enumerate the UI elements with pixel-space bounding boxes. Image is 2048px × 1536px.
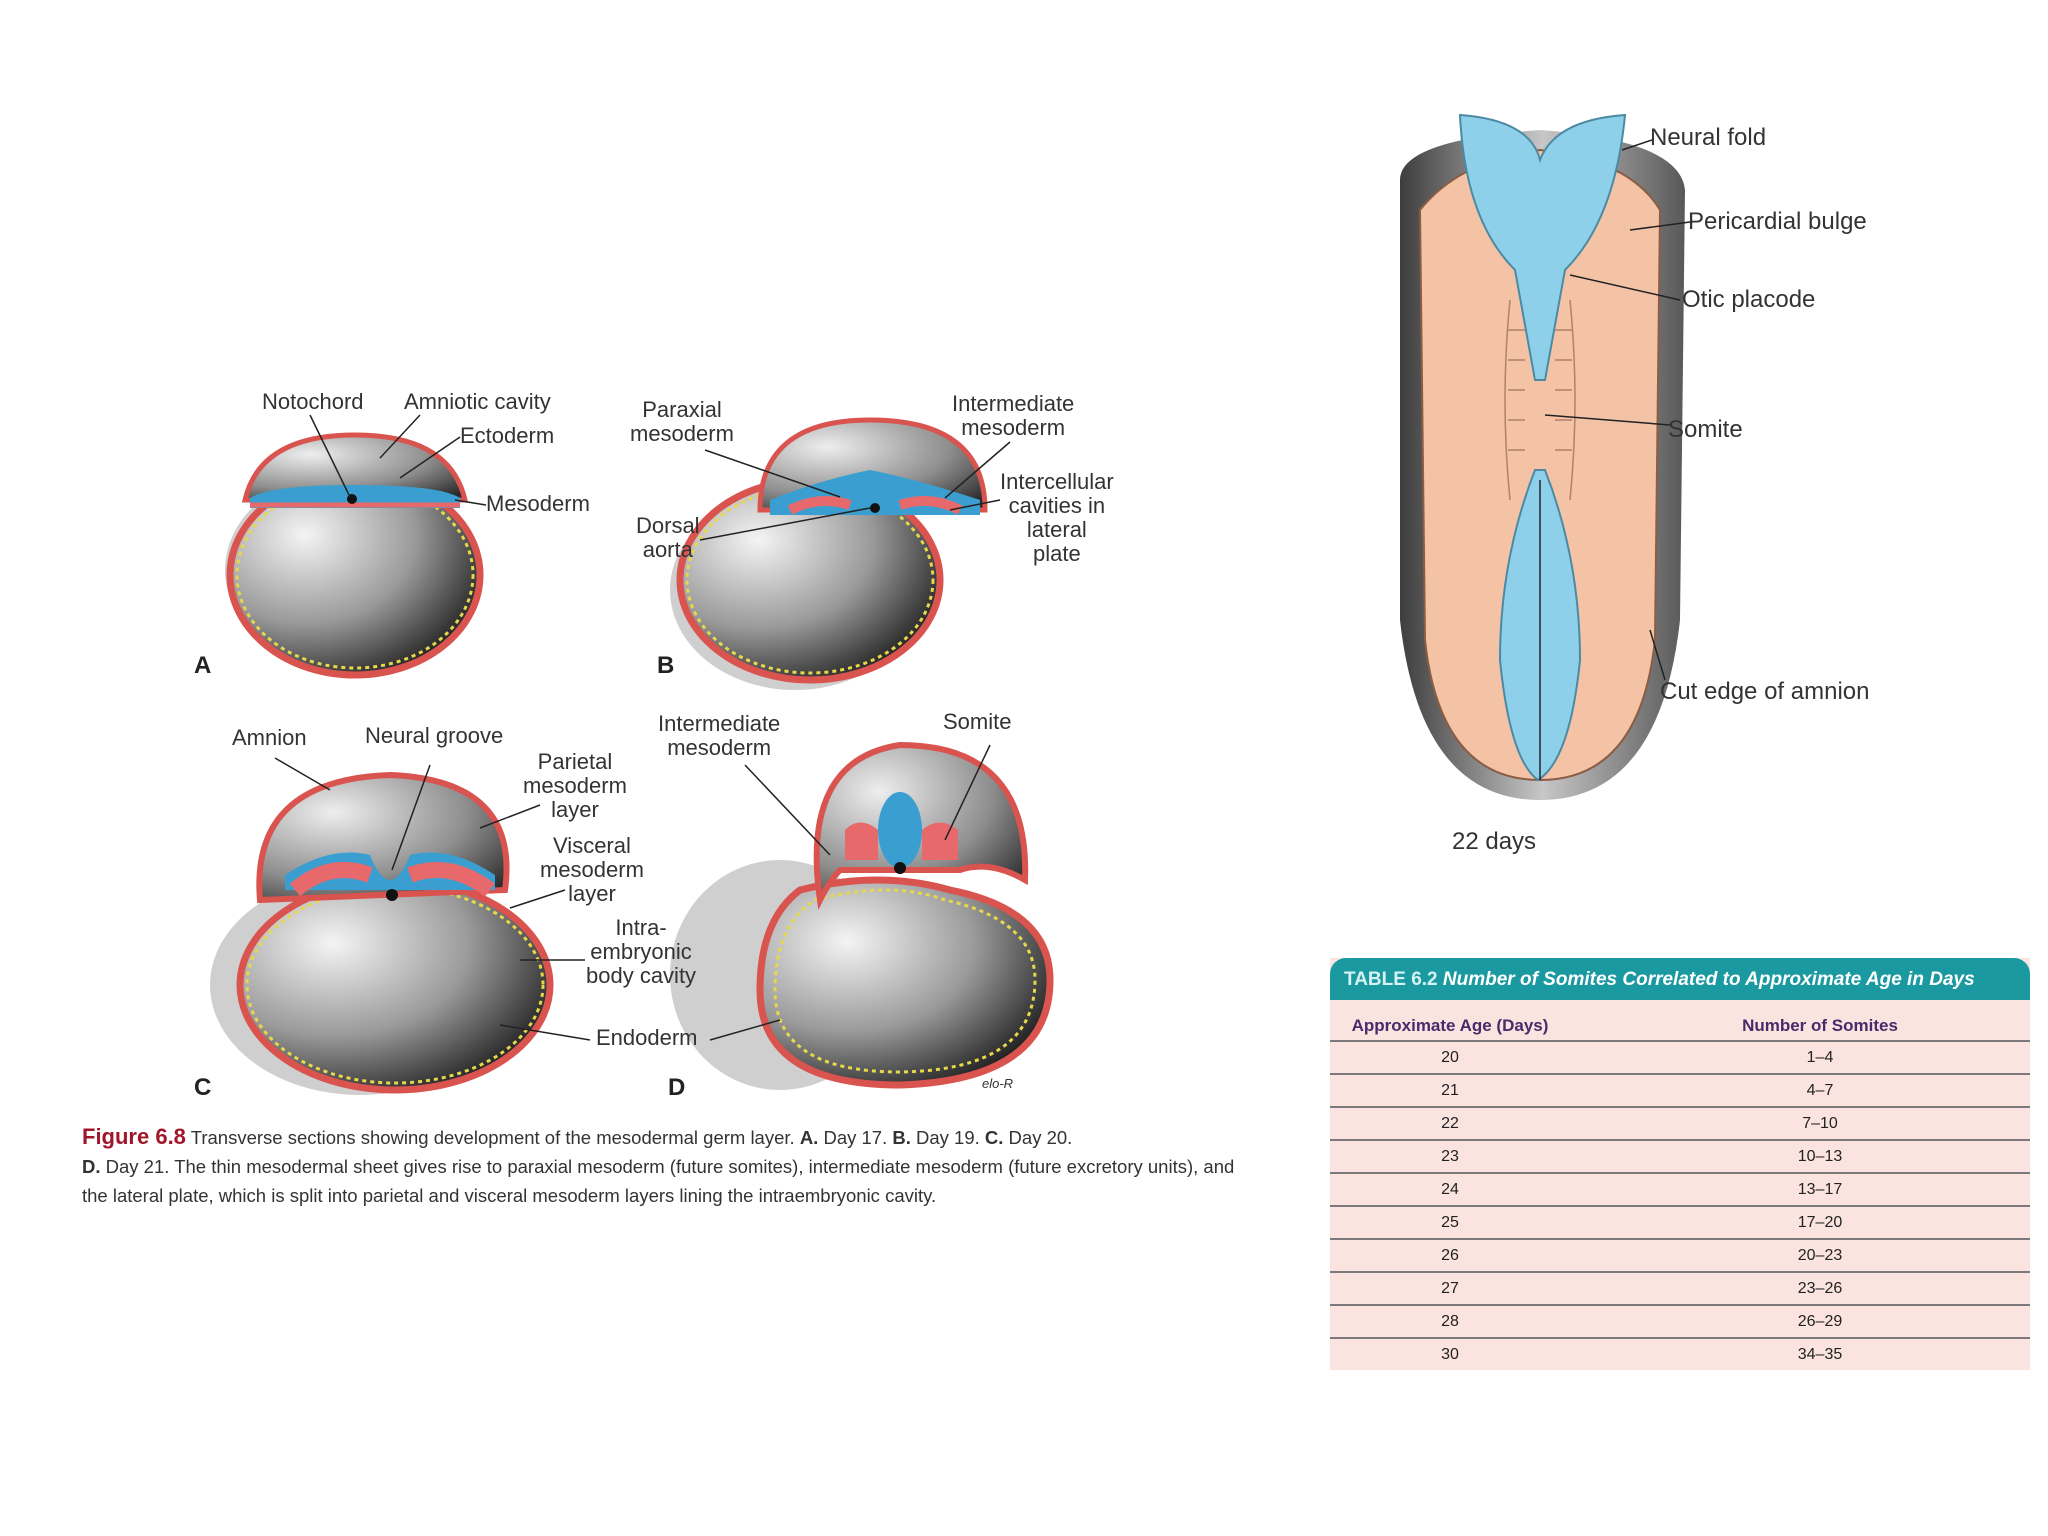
artist-signature: elo-R: [982, 1076, 1014, 1091]
caption-b-text: Day 19.: [910, 1127, 985, 1148]
label-amnion: Amnion: [232, 725, 307, 750]
cell-age: 22: [1441, 1114, 1459, 1132]
table-row: 21 4–7: [1330, 1075, 2030, 1108]
cell-age: 21: [1441, 1081, 1459, 1099]
label-neural-groove: Neural groove: [365, 723, 504, 748]
panel-letter-d: D: [668, 1074, 686, 1101]
label-notochord: Notochord: [262, 389, 364, 414]
section-diagrams: [210, 414, 1054, 1095]
panel-letter-c: C: [194, 1074, 212, 1101]
cell-age: 26: [1441, 1246, 1459, 1264]
label-cut-edge-amnion: Cut edge of amnion: [1660, 678, 1870, 705]
table-row: 28 26–29: [1330, 1306, 2030, 1339]
figure-number: Figure 6.8: [82, 1124, 186, 1149]
cell-age: 23: [1441, 1147, 1459, 1165]
table-row: 30 34–35: [1330, 1339, 2030, 1370]
panel-letter-a: A: [194, 652, 212, 679]
table-header: TABLE 6.2 Number of Somites Correlated t…: [1330, 958, 2030, 1000]
leader-lines: [274, 414, 1011, 1041]
panel-a-section: [225, 432, 484, 679]
table-row: 25 17–20: [1330, 1207, 2030, 1240]
cell-age: 28: [1441, 1312, 1459, 1330]
cell-somites: 10–13: [1797, 1147, 1843, 1165]
label-intraembryonic-cavity: Intra- embryonic body cavity: [586, 915, 697, 988]
table-row: 22 7–10: [1330, 1108, 2030, 1141]
label-paraxial-mesoderm: Paraxial mesoderm: [630, 397, 734, 446]
label-somite: Somite: [1668, 416, 1743, 443]
label-somite-d: Somite: [943, 709, 1012, 734]
cell-somites: 17–20: [1797, 1213, 1843, 1231]
figure-caption: Figure 6.8 Transverse sections showing d…: [82, 1122, 1242, 1210]
caption-intro: Transverse sections showing development …: [185, 1127, 800, 1148]
caption-b-label: B.: [892, 1127, 911, 1148]
caption-c-label: C.: [984, 1127, 1004, 1148]
label-visceral-mesoderm: Visceral mesoderm layer: [540, 833, 644, 906]
label-dorsal-aorta: Dorsal aorta: [636, 513, 700, 562]
label-intermediate-mesoderm-b: Intermediate mesoderm: [952, 391, 1075, 440]
caption-d-label: D.: [82, 1156, 101, 1177]
cell-somites: 7–10: [1802, 1114, 1838, 1132]
table-row: 23 10–13: [1330, 1141, 2030, 1174]
cell-somites: 20–23: [1797, 1246, 1843, 1264]
cell-somites: 23–26: [1797, 1279, 1843, 1297]
label-intercellular-cavities: Intercellular cavities in lateral plate: [1000, 469, 1114, 566]
panel-d-section: [670, 741, 1054, 1090]
table-row: 20 1–4: [1330, 1042, 2030, 1075]
somites-table: TABLE 6.2 Number of Somites Correlated t…: [1330, 958, 2030, 1370]
panel-b-section: [670, 417, 988, 690]
caption-a-label: A.: [799, 1127, 819, 1148]
table-title: Number of Somites Correlated to Approxim…: [1442, 969, 1975, 990]
cell-age: 25: [1441, 1213, 1459, 1231]
table-row: 24 13–17: [1330, 1174, 2030, 1207]
table-column-headers: Approximate Age (Days) Number of Somites: [1330, 1000, 2030, 1042]
embryo-22-days-drawing: [1400, 113, 1691, 800]
label-amniotic-cavity: Amniotic cavity: [404, 389, 551, 414]
label-pericardial-bulge: Pericardial bulge: [1688, 208, 1867, 235]
label-otic-placode: Otic placode: [1682, 286, 1816, 313]
cell-somites: 1–4: [1806, 1048, 1834, 1066]
caption-a-text: Day 17.: [818, 1127, 893, 1148]
label-mesoderm: Mesoderm: [486, 491, 590, 516]
cell-age: 30: [1441, 1345, 1459, 1363]
table-row: 27 23–26: [1330, 1273, 2030, 1306]
cell-somites: 26–29: [1797, 1312, 1843, 1330]
label-parietal-mesoderm: Parietal mesoderm layer: [523, 749, 627, 822]
caption-d-text: Day 21. The thin mesodermal sheet gives …: [82, 1156, 1235, 1206]
label-embryo-age: 22 days: [1452, 828, 1537, 855]
cell-age: 24: [1441, 1180, 1459, 1198]
cell-somites: 4–7: [1806, 1081, 1834, 1099]
col-header-somites: Number of Somites: [1742, 1016, 1898, 1035]
panel-letter-b: B: [657, 652, 675, 679]
table-row: 26 20–23: [1330, 1240, 2030, 1273]
cell-somites: 13–17: [1797, 1180, 1843, 1198]
table-tag: TABLE 6.2: [1344, 969, 1438, 990]
label-neural-fold: Neural fold: [1650, 124, 1767, 151]
caption-c-text: Day 20.: [1003, 1127, 1073, 1148]
panel-c-section: [210, 771, 554, 1095]
cell-age: 20: [1441, 1048, 1459, 1066]
label-endoderm: Endoderm: [596, 1025, 698, 1050]
cell-age: 27: [1441, 1279, 1459, 1297]
cell-somites: 34–35: [1797, 1345, 1843, 1363]
label-intermediate-mesoderm-d: Intermediate mesoderm: [658, 711, 781, 760]
label-ectoderm: Ectoderm: [460, 423, 555, 448]
col-header-age: Approximate Age (Days): [1351, 1016, 1549, 1035]
